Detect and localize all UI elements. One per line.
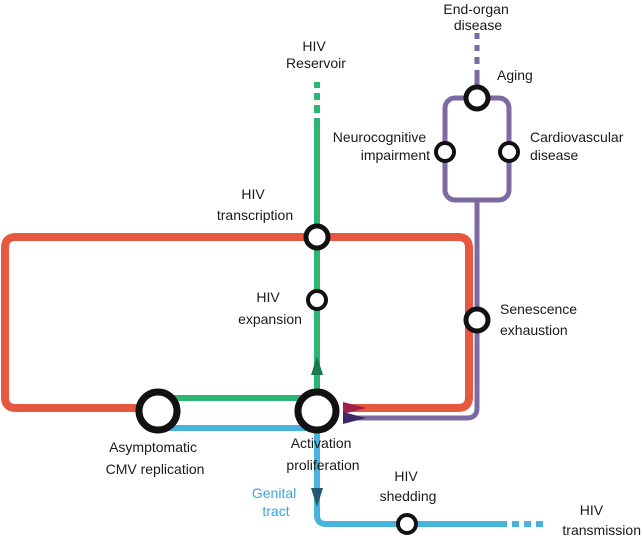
- node-hiv-expansion: [306, 289, 328, 311]
- label-genital-tract: Genital tract: [252, 485, 300, 519]
- label-neurocognitive: Neurocognitive impairment: [333, 129, 430, 163]
- node-aging: [463, 84, 491, 112]
- blue-arrow-down: [311, 488, 323, 507]
- label-cardiovascular: Cardiovascular disease: [530, 129, 627, 163]
- node-hiv-transcription: [303, 223, 331, 251]
- label-hiv-transcription: HIV transcription: [217, 186, 293, 223]
- node-activation: [294, 388, 340, 434]
- node-senescence: [463, 306, 491, 334]
- node-cardiovascular: [498, 141, 520, 163]
- node-neurocognitive: [434, 141, 456, 163]
- node-hiv-shedding: [396, 513, 418, 535]
- label-senescence: Senescence exhaustion: [500, 301, 581, 338]
- label-hiv-expansion: HIV expansion: [238, 289, 302, 327]
- label-end-organ: End-organ disease: [443, 1, 512, 33]
- aging-line: [343, 200, 480, 421]
- label-hiv-shedding: HIV shedding: [380, 468, 437, 504]
- genital-tract-line: [158, 425, 543, 527]
- label-hiv-transmission: HIV transmission: [562, 502, 641, 538]
- green-arrow-up: [311, 356, 323, 375]
- node-asymptomatic-cmv: [135, 388, 181, 434]
- label-asymptomatic-cmv: Asymptomatic CMV replication: [106, 439, 205, 477]
- red-arrow-right: [343, 402, 366, 414]
- purple-arrow-right: [343, 412, 366, 424]
- label-hiv-reservoir: HIV Reservoir: [286, 38, 346, 71]
- label-aging: Aging: [497, 67, 533, 83]
- label-activation: Activation proliferation: [286, 435, 359, 473]
- cmv-loop-line: [1, 233, 473, 412]
